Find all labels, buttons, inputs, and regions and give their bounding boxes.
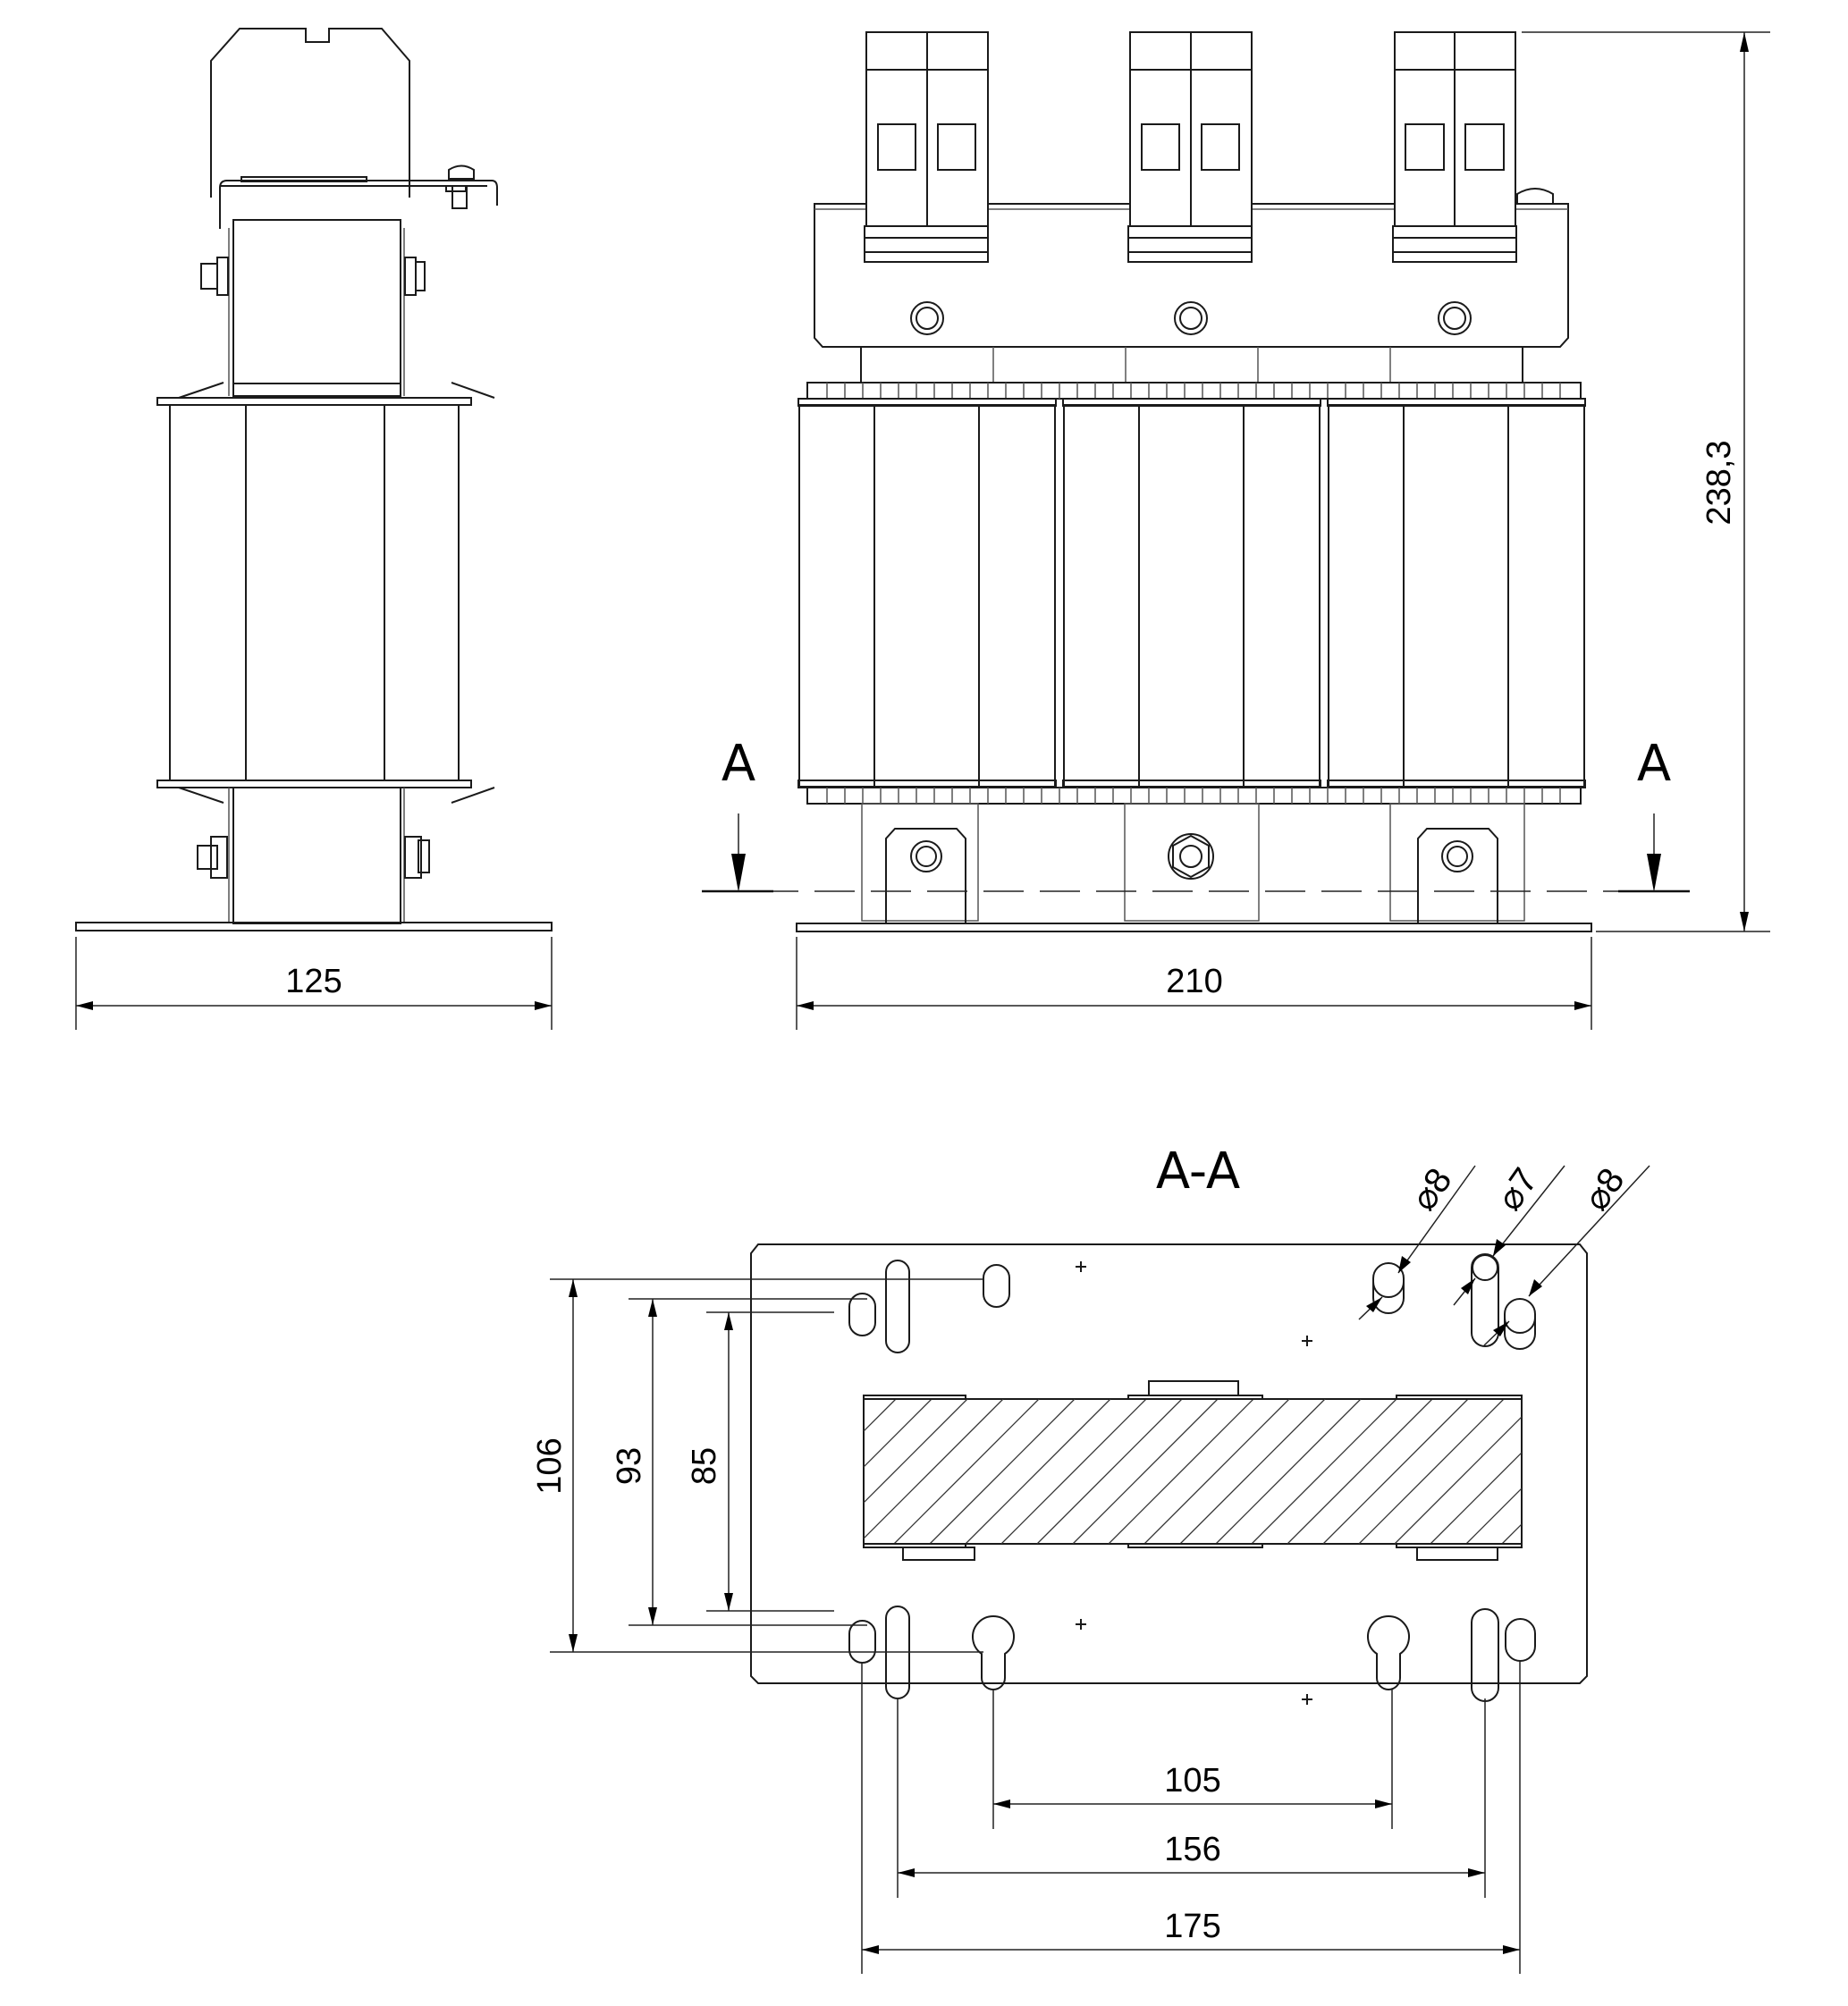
diameter-label-2: ⌀7 [1489,1161,1546,1218]
front-lower-yoke-1 [861,803,979,922]
dimension-85-label: 85 [686,1447,723,1485]
dimension-105-label: 105 [1164,1762,1220,1800]
side-top-bracket [219,180,498,229]
front-terminal-carrier [814,203,1569,348]
center-marks [1076,1261,1312,1705]
dimension-125: 125 [75,937,553,1030]
side-base-plate [75,922,553,931]
dimension-85: 85 [686,1311,834,1612]
front-upper-yoke [860,346,1523,384]
front-comb-top [826,383,1561,399]
dimension-210-label: 210 [1166,963,1222,1000]
dimension-156: 156 [897,1698,1486,1898]
side-upper-yoke [232,219,401,397]
dimension-93-label: 93 [611,1447,648,1485]
dimension-210: 210 [796,937,1592,1030]
front-view: A A 210 238,3 [702,31,1770,1030]
section-marker-right: A [1637,735,1671,793]
dimension-106-label: 106 [531,1437,569,1494]
diameter-label-1: ⌀8 [1404,1161,1460,1218]
side-coil-body [169,404,460,781]
dimension-93: 93 [611,1298,867,1626]
front-lower-yoke-2 [1124,803,1260,922]
mounting-holes-top [848,1253,1536,1353]
mounting-tab-1 [885,828,966,923]
terminal-block-3 [1392,31,1517,263]
side-flange-bottom [156,780,472,788]
grounding-nut-icon [1168,833,1214,880]
section-title: A-A [1156,1142,1240,1201]
oval-hole-icon [1505,1618,1536,1662]
section-arrow-left-icon [702,813,773,893]
dimension-156-label: 156 [1164,1831,1220,1868]
carrier-bolt-3-icon [1438,301,1472,335]
dimension-238-3-label: 238,3 [1700,440,1738,525]
diameter-label-3: ⌀8 [1576,1161,1633,1218]
side-bolt-left-upper-icon [200,257,229,296]
round-hole-8-icon [1372,1262,1405,1314]
dimension-105: 105 [992,1690,1393,1829]
side-bracket-pad [240,176,367,182]
terminal-block-2 [1127,31,1253,263]
carrier-bolt-2-icon [1174,301,1208,335]
slot-hole-icon [885,1260,910,1353]
front-screw-icon [1516,188,1554,204]
side-screw-icon [445,164,475,209]
slot-hole-icon [1471,1608,1499,1702]
side-bolt-left-lower-icon [197,836,228,879]
mounting-holes-bottom [848,1606,1536,1702]
section-view-a-a: A-A [531,1142,1650,1974]
front-base-plate [796,923,1592,932]
carrier-bolt-1-icon [910,301,944,335]
round-hole-7-icon [1472,1254,1498,1281]
side-bolt-right-lower-icon [404,836,430,879]
side-flange-top [156,397,472,406]
oval-hole-icon [983,1264,1010,1308]
front-comb-bottom [826,788,1561,804]
dimension-238-3: 238,3 [1522,31,1770,932]
side-view: 125 [75,28,553,1030]
front-lower-yoke-3 [1389,803,1525,922]
keyhole-icon [1367,1615,1410,1690]
side-lower-yoke [232,787,401,924]
terminal-block-1 [864,31,989,263]
coil-1 [797,398,1057,788]
dimension-106: 106 [531,1278,983,1653]
coil-2 [1062,398,1321,788]
dimension-125-label: 125 [285,963,342,1000]
oval-hole-icon [848,1620,876,1664]
dimension-175-label: 175 [1164,1908,1220,1945]
mounting-tab-3 [1417,828,1498,923]
section-base-plate [750,1243,1588,1684]
slot-hole-icon [1471,1253,1499,1347]
section-marker-left: A [721,735,755,793]
round-hole-8-icon [1504,1298,1536,1350]
keyhole-icon [972,1615,1015,1690]
dimension-175: 175 [861,1661,1521,1974]
side-bolt-right-upper-icon [404,257,426,296]
oval-hole-icon [848,1293,876,1336]
core-section-hatch [863,1380,1523,1561]
coil-3 [1327,398,1586,788]
side-terminal-block [210,28,410,198]
section-arrow-right-icon [1618,813,1690,893]
